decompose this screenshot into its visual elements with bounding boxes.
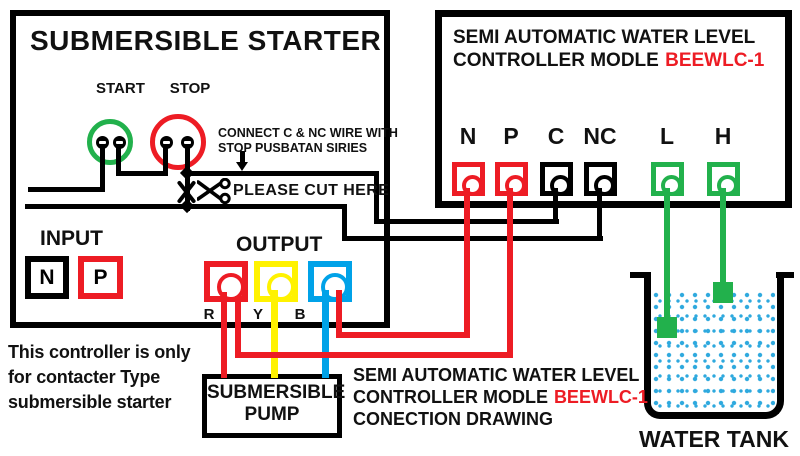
side-note-line1: This controller is only — [8, 342, 191, 362]
output-b-box — [308, 261, 352, 302]
starter-title: SUBMERSIBLE STARTER — [30, 25, 382, 56]
pump-label-line2: PUMP — [244, 404, 300, 425]
caption: SEMI AUTOMATIC WATER LEVEL CONTROLLER MO… — [353, 364, 648, 430]
stop-terminal-left — [160, 136, 173, 149]
start-label: START — [96, 80, 145, 97]
terminal-n-box — [452, 162, 485, 196]
controller-title: SEMI AUTOMATIC WATER LEVEL CONTROLLER MO… — [453, 26, 764, 72]
caption-line3: CONECTION DRAWING — [353, 409, 553, 429]
side-note-line2: for contacter Type — [8, 367, 161, 387]
start-button — [87, 119, 133, 165]
water — [653, 292, 775, 412]
wire-b-red-stub — [336, 290, 342, 338]
wire-c-stem — [553, 188, 558, 224]
input-label: INPUT — [40, 227, 103, 250]
start-terminal-right — [113, 136, 126, 149]
terminal-p-label: P — [503, 123, 519, 149]
starter-box — [10, 10, 390, 328]
wire-h-sensor — [720, 188, 726, 284]
wire-p-horizontal — [235, 352, 513, 358]
wire-stop-to-nc-vert — [342, 204, 347, 241]
side-note-line3: submersible starter — [8, 392, 172, 412]
input-n-label: N — [39, 265, 55, 289]
terminal-n-label: N — [459, 123, 477, 149]
wire-stop-to-c-vert — [374, 171, 379, 224]
wire-l-sensor — [664, 188, 670, 319]
wire-b-pump — [322, 290, 329, 378]
terminal-c-label: C — [547, 123, 565, 149]
controller-title-line1: SEMI AUTOMATIC WATER LEVEL — [453, 27, 756, 48]
l-electrode — [657, 317, 677, 338]
wire-n-horizontal — [336, 332, 470, 338]
scissors-icon — [197, 178, 231, 204]
output-label: OUTPUT — [236, 233, 323, 256]
wire-start-right-stem — [116, 148, 121, 176]
terminal-h-label: H — [714, 123, 732, 149]
down-arrow-icon — [236, 162, 248, 171]
start-terminal-left — [96, 136, 109, 149]
stop-button — [150, 114, 206, 170]
terminal-l-label: L — [659, 123, 675, 149]
wire-n-stem — [464, 188, 470, 338]
controller-model: BEEWLC-1 — [665, 50, 765, 71]
wire-r-pump — [221, 292, 227, 378]
tank-label: WATER TANK — [639, 426, 789, 452]
side-note: This controller is only for contacter Ty… — [8, 340, 191, 415]
tank-right-lip — [776, 272, 794, 278]
wire-nc-stem — [597, 188, 602, 241]
output-y-box — [254, 261, 298, 302]
wire-r-to-p-vert — [235, 296, 241, 358]
connect-note-line2: STOP PUSBATAN SIRIES — [218, 141, 368, 155]
pump-label: SUBMERSIBLE PUMP — [207, 382, 346, 426]
wire-stop-to-nc-bottom — [342, 236, 603, 241]
wire-y-pump — [271, 290, 278, 378]
wire-left-stub — [28, 187, 105, 192]
stop-terminal-right — [181, 136, 194, 149]
h-electrode — [713, 282, 733, 303]
output-b-label: B — [294, 306, 306, 323]
input-n-box: N — [25, 256, 69, 299]
tank-left-lip — [630, 272, 648, 278]
wire-start-stop-link — [116, 171, 168, 176]
caption-model: BEEWLC-1 — [553, 387, 648, 407]
pump-label-line1: SUBMERSIBLE — [207, 382, 346, 403]
connect-note-line1: CONNECT C & NC WIRE WITH — [218, 126, 398, 140]
input-p-label: P — [93, 265, 108, 289]
wire-p-stem — [507, 188, 513, 358]
down-arrow-icon — [240, 151, 245, 162]
stop-label: STOP — [169, 80, 211, 97]
wire-stop-to-c-top — [185, 171, 379, 176]
wire-stop-left-stem — [163, 148, 168, 176]
cut-here-label: PLEASE CUT HERE — [233, 182, 390, 199]
wire-start-left-stem — [100, 148, 105, 190]
caption-line1: SEMI AUTOMATIC WATER LEVEL — [353, 365, 640, 385]
input-p-box: P — [78, 256, 123, 299]
output-r-label: R — [203, 306, 215, 323]
output-y-label: Y — [252, 306, 263, 323]
terminal-nc-label: NC — [583, 123, 617, 149]
